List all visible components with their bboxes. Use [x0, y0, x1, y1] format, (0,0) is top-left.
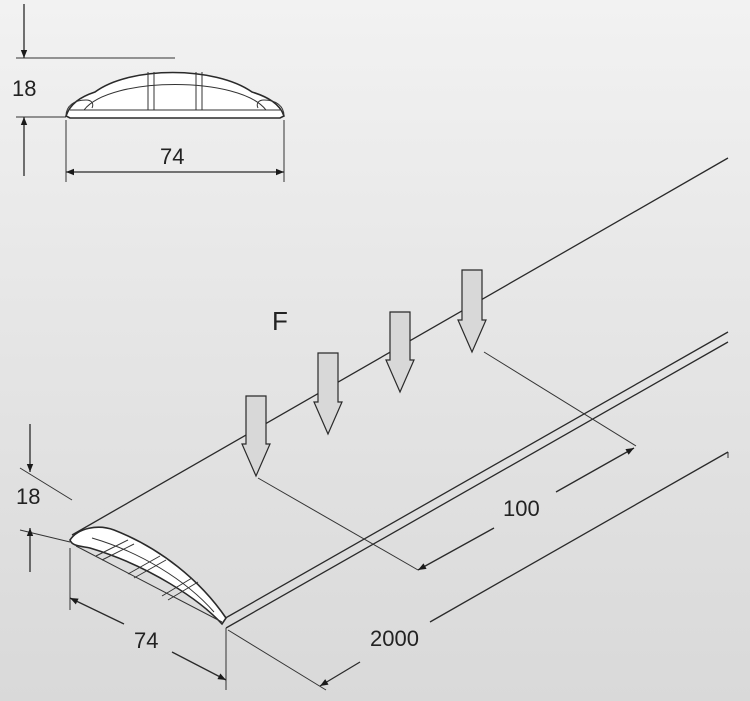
cross-section-view: 18 74 — [12, 4, 285, 182]
iso-height-ext-top — [19, 467, 73, 501]
force-arrow-4 — [457, 269, 487, 354]
duct-front-edge-upper — [221, 331, 729, 621]
iso-length-dim-line-right — [429, 451, 729, 623]
iso-spacing-label: 100 — [503, 496, 540, 521]
cross-section-right-hook — [256, 99, 285, 117]
end-face-base — [75, 545, 223, 623]
force-arrow-1 — [241, 395, 271, 478]
iso-spacing-ext-right — [483, 351, 637, 447]
iso-height-ext-bottom — [19, 529, 71, 543]
end-face-rib-1 — [95, 539, 135, 561]
isometric-view: 18 74 2000 100 F — [16, 157, 729, 691]
cross-section-left-hook — [65, 99, 94, 117]
iso-width-dim-line-left — [69, 597, 125, 625]
iso-length-dim-line-left — [319, 661, 361, 687]
cross-section-inner-profile — [83, 84, 267, 111]
iso-length-ext-left — [227, 629, 327, 691]
force-arrow-2 — [313, 352, 343, 436]
end-face-rib-2 — [127, 555, 167, 579]
cs-height-label: 18 — [12, 76, 36, 101]
cross-section-rib-left — [147, 72, 155, 110]
iso-width-dim-line-right — [171, 651, 227, 681]
duct-front-edge-lower — [225, 341, 729, 629]
cross-section-rib-right — [195, 72, 203, 110]
force-arrow-3 — [385, 311, 415, 394]
iso-width-label: 74 — [134, 628, 158, 653]
iso-spacing-dim-line-right — [555, 447, 635, 493]
iso-length-label: 2000 — [370, 626, 419, 651]
cross-section-outer-profile — [65, 71, 285, 119]
force-arrows — [241, 269, 487, 478]
force-label: F — [272, 306, 288, 336]
end-face-inner — [91, 537, 215, 613]
iso-height-label: 18 — [16, 484, 40, 509]
end-face-outer — [69, 526, 227, 626]
iso-spacing-dim-line-left — [417, 527, 495, 571]
duct-end-face — [69, 526, 227, 626]
cs-width-label: 74 — [160, 144, 184, 169]
iso-spacing-ext-left — [257, 477, 419, 571]
